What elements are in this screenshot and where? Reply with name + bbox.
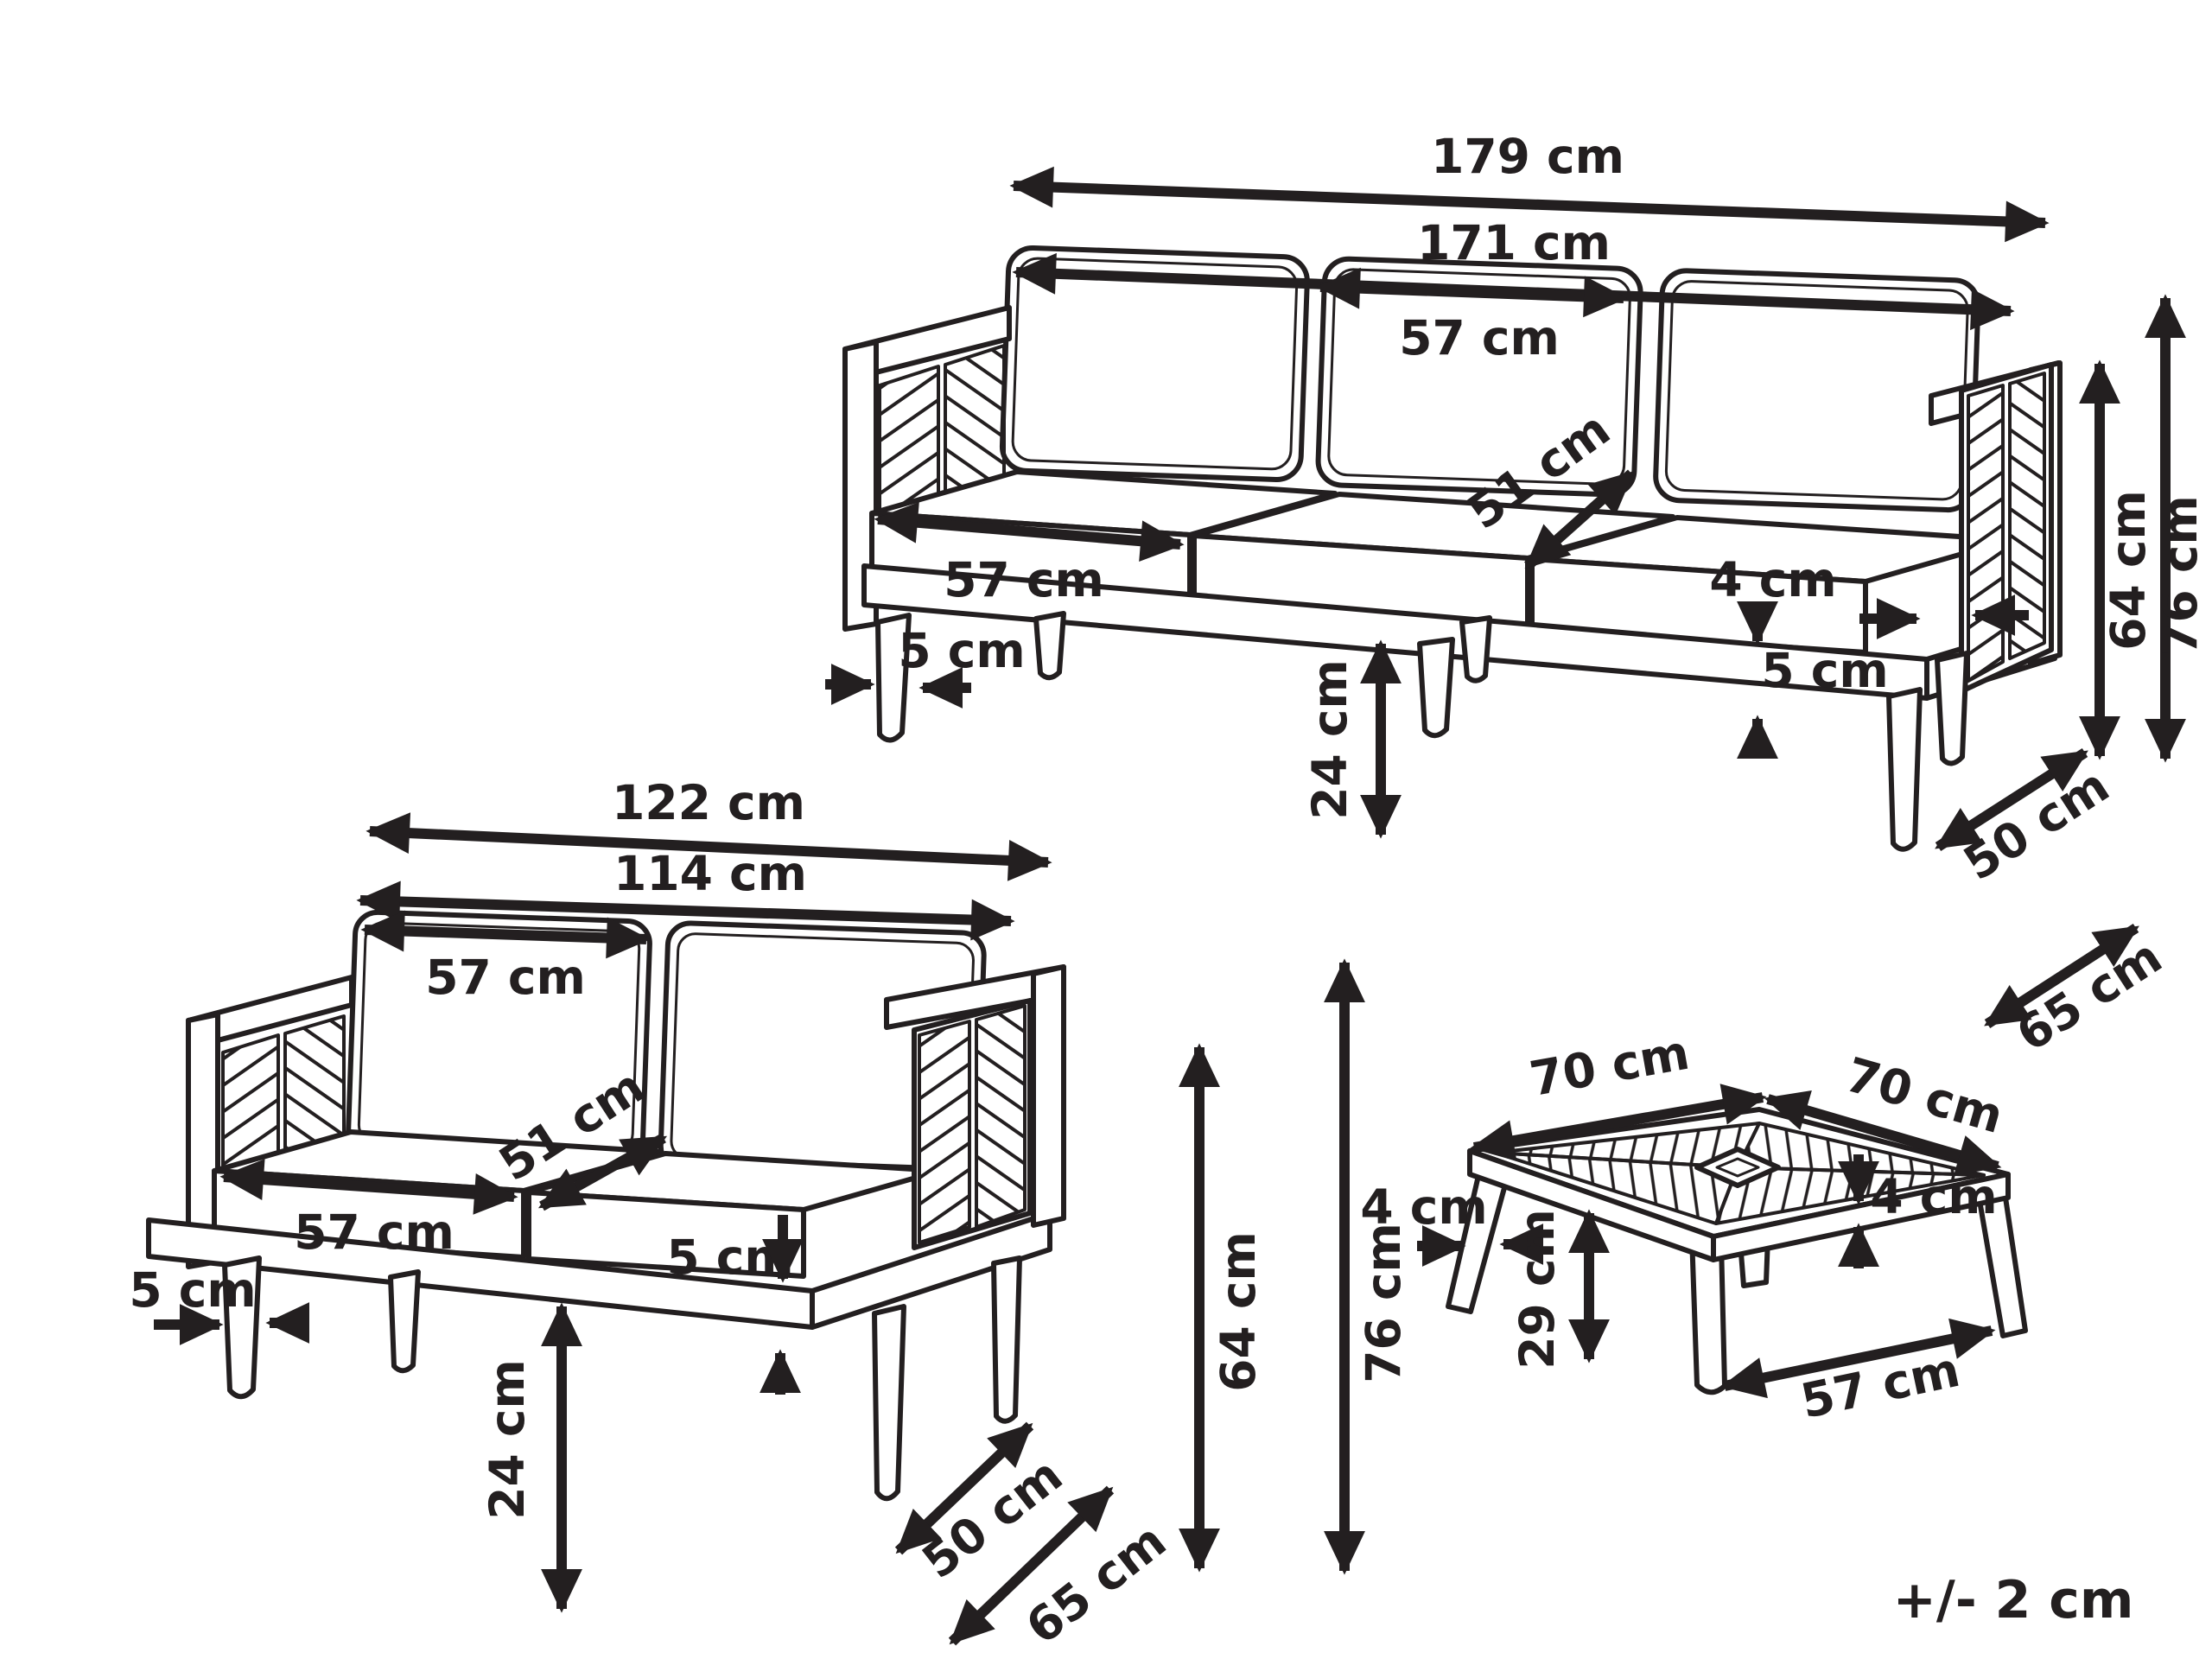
dimension-arrow bbox=[1009, 166, 2050, 243]
dim-sofa3-back-cushion-width: 57 cm bbox=[1399, 310, 1560, 365]
dim-sofa3-frame-thickness: 5 cm bbox=[1761, 643, 1888, 698]
dimension-arrow bbox=[1764, 1090, 2002, 1176]
dim-sofa3-seating-width: 171 cm bbox=[1417, 215, 1611, 270]
dimension-arrow bbox=[1524, 469, 1635, 570]
dim-sofa3-leg-height: 24 cm bbox=[1302, 659, 1357, 820]
dimension-arrow bbox=[1935, 747, 2088, 852]
sofa2-right-armrest bbox=[884, 964, 1066, 1250]
dimension-arrow bbox=[537, 1133, 668, 1211]
dim-sofa2-seat-cushion-width: 57 cm bbox=[294, 1205, 454, 1260]
dim-sofa2-total-height: 76 cm bbox=[1356, 1223, 1411, 1383]
dim-sofa2-armrest-height: 64 cm bbox=[1211, 1231, 1266, 1392]
dimension-arrow bbox=[365, 812, 1052, 881]
dimension-arrow bbox=[356, 880, 1015, 941]
dim-sofa3-armrest-height: 64 cm bbox=[2101, 490, 2156, 651]
dim-sofa3-overall-width: 179 cm bbox=[1431, 129, 1624, 184]
dimension-arrow bbox=[1984, 923, 2139, 1029]
dim-sofa2-overall-width: 122 cm bbox=[612, 775, 805, 830]
dimension-arrow bbox=[219, 1159, 518, 1215]
dim-sofa3-armrest-thickness: 4 cm bbox=[1709, 552, 1836, 607]
dim-sofa2-seating-width: 114 cm bbox=[613, 846, 807, 901]
dimension-arrow bbox=[1316, 267, 1628, 318]
three-seater-sofa: 179 cm 171 cm 57 cm 57 cm 51 cm 4 cm 5 c… bbox=[825, 129, 2208, 1062]
dimension-arrow bbox=[1470, 1084, 1767, 1161]
dim-sofa3-seat-cushion-width: 57 cm bbox=[944, 552, 1104, 607]
sofa3-right-arm-slats bbox=[1967, 384, 2005, 683]
dim-sofa3-total-height: 76 cm bbox=[2152, 495, 2208, 656]
dimension-arrow bbox=[874, 501, 1185, 563]
dim-table-top-thickness: 4 cm bbox=[1870, 1169, 1997, 1224]
sofa2-right-arm-slats bbox=[918, 1020, 971, 1244]
dim-table-top-width: 70 cm bbox=[1526, 1025, 1694, 1107]
dim-sofa2-frame-thickness: 5 cm bbox=[666, 1230, 793, 1285]
dim-sofa2-total-depth: 65 cm bbox=[1015, 1513, 1176, 1656]
dim-table-leg-width: 4 cm bbox=[1360, 1179, 1487, 1235]
dimension-arrow bbox=[948, 1485, 1115, 1646]
dimension-arrow bbox=[360, 910, 651, 959]
dim-sofa2-leg-height: 24 cm bbox=[480, 1359, 535, 1520]
sofa2-frame bbox=[146, 1211, 1052, 1330]
dim-sofa2-leg-width: 5 cm bbox=[129, 1262, 256, 1318]
dim-sofa2-back-cushion-width: 57 cm bbox=[425, 950, 586, 1005]
dim-table-clearance-height: 29 cm bbox=[1510, 1209, 1565, 1370]
dim-sofa3-leg-width: 5 cm bbox=[898, 623, 1025, 678]
coffee-table: 70 cm 70 cm 4 cm 4 cm 29 cm 57 cm bbox=[1360, 1025, 2028, 1429]
dimension-arrow bbox=[1720, 1318, 1996, 1399]
sofa3-legs bbox=[875, 611, 1969, 852]
tolerance-note: +/- 2 cm bbox=[1893, 1570, 2134, 1630]
two-seater-sofa: 122 cm 114 cm 57 cm 57 cm 51 cm 5 cm 5 c… bbox=[129, 775, 1411, 1655]
sofa3-right-armrest bbox=[1929, 360, 2063, 694]
